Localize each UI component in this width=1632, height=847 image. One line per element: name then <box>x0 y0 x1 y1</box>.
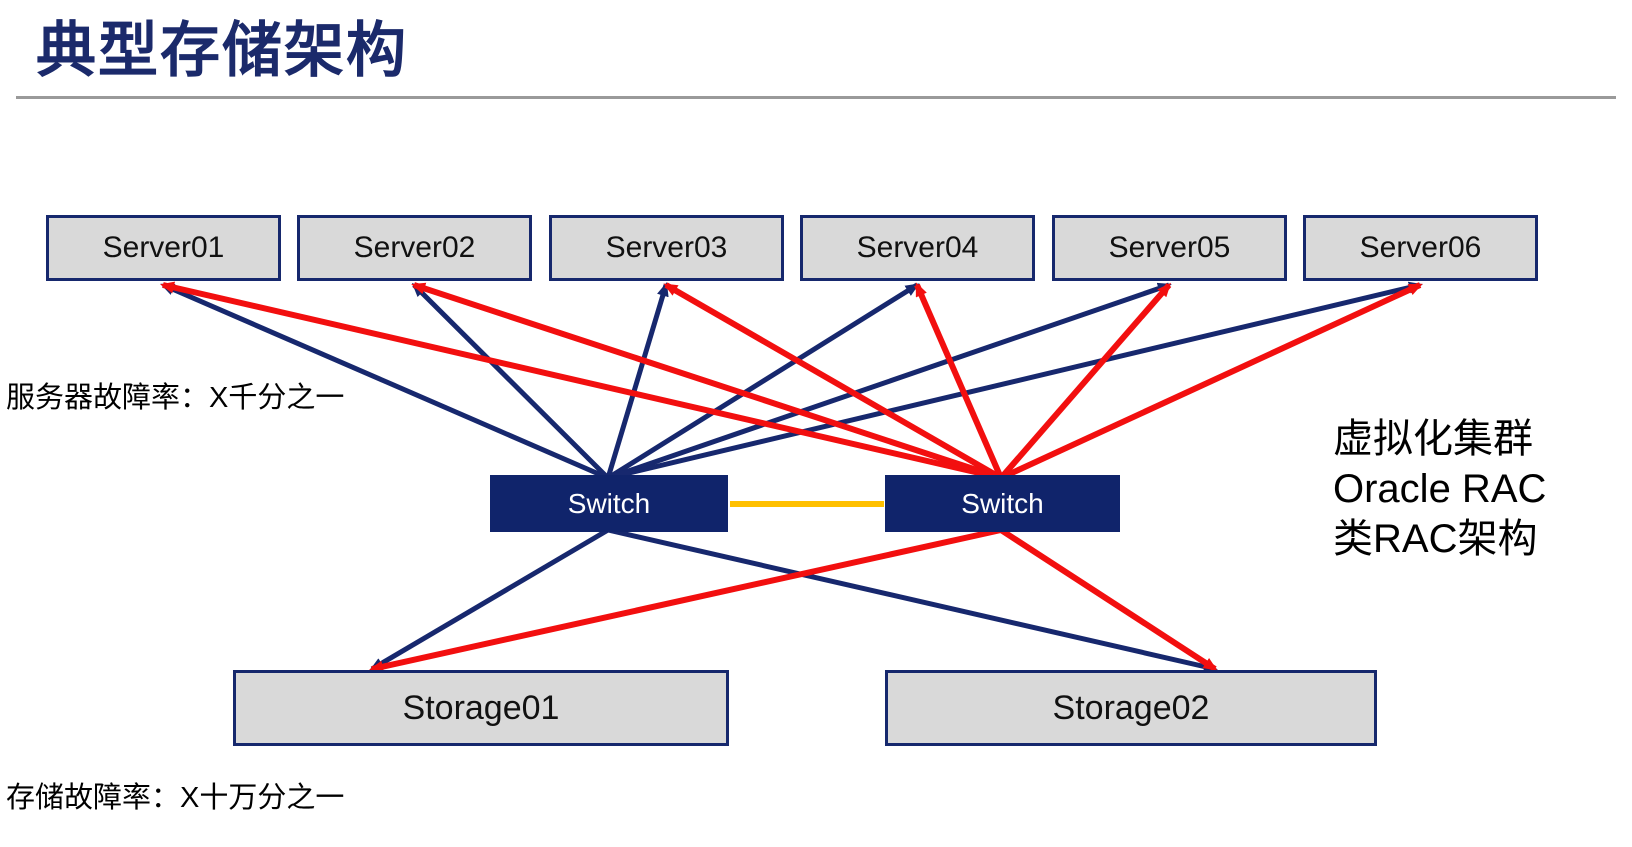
link-server1-switch2 <box>160 281 1002 481</box>
server-node-06: Server06 <box>1303 215 1538 281</box>
server-label: Server05 <box>1108 231 1231 264</box>
link-server4-switch1 <box>606 282 920 481</box>
server-label: Server01 <box>102 231 225 264</box>
cluster-note-line-2: Oracle RAC <box>1333 467 1547 511</box>
link-switch2-storage2 <box>999 527 1218 672</box>
storage-label: Storage01 <box>402 688 560 727</box>
title-divider <box>16 96 1616 99</box>
server-label: Server03 <box>605 231 728 264</box>
link-switch1-storage2 <box>607 527 1218 673</box>
link-server4-switch2 <box>914 282 1004 480</box>
link-server5-switch1 <box>607 282 1172 481</box>
cluster-note: 虚拟化集群 Oracle RAC 类RAC架构 <box>1333 414 1546 564</box>
link-server3-switch1 <box>605 282 669 479</box>
link-server1-switch1 <box>160 282 609 481</box>
cluster-note-line-1: 虚拟化集群 <box>1333 417 1533 461</box>
switch-node-2: Switch <box>885 475 1120 532</box>
server-node-02: Server02 <box>297 215 532 281</box>
storage-failure-rate-label: 存储故障率：X十万分之一 <box>6 782 345 814</box>
link-server6-switch1 <box>607 281 1423 481</box>
server-node-03: Server03 <box>549 215 784 281</box>
link-server6-switch2 <box>999 282 1423 481</box>
server-node-04: Server04 <box>800 215 1035 281</box>
link-server5-switch2 <box>998 282 1172 480</box>
server-label: Server06 <box>1359 231 1482 264</box>
storage-node-2: Storage02 <box>885 670 1377 746</box>
link-switch1-storage1 <box>369 527 610 672</box>
link-switch2-storage1 <box>369 527 1002 673</box>
storage-label: Storage02 <box>1052 688 1210 727</box>
server-label: Server04 <box>856 231 979 264</box>
switch-node-1: Switch <box>490 475 728 532</box>
page-title: 典型存储架构 <box>36 17 408 84</box>
switch-label: Switch <box>567 487 651 519</box>
link-server3-switch2 <box>663 282 1003 481</box>
link-server2-switch1 <box>411 282 610 480</box>
server-failure-rate-label: 服务器故障率：X千分之一 <box>6 382 345 414</box>
server-label: Server02 <box>353 231 476 264</box>
link-server2-switch2 <box>411 282 1002 481</box>
storage-node-1: Storage01 <box>233 670 729 746</box>
server-node-01: Server01 <box>46 215 281 281</box>
server-node-05: Server05 <box>1052 215 1287 281</box>
cluster-note-line-3: 类RAC架构 <box>1333 517 1538 561</box>
switch-label: Switch <box>961 487 1044 519</box>
